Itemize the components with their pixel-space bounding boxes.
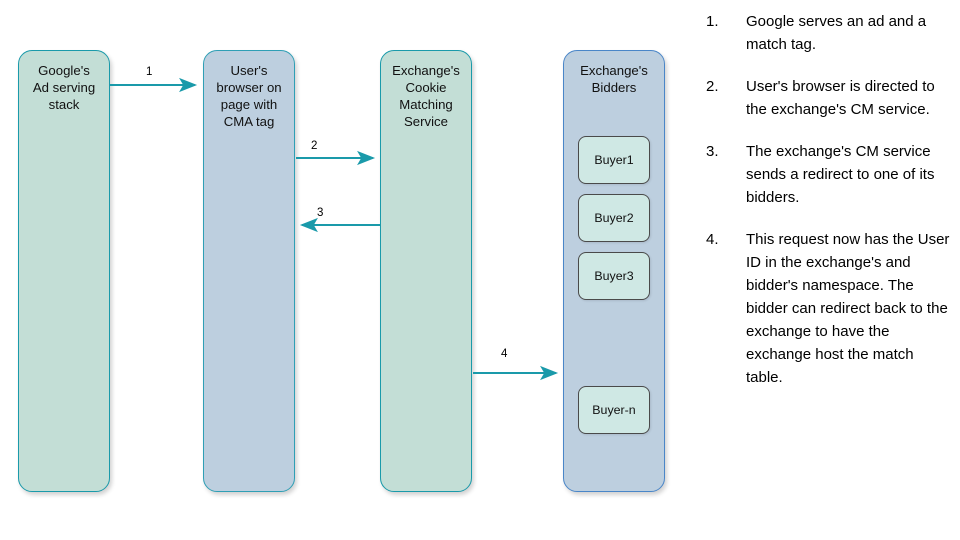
buyer-label: Buyer1 <box>594 153 634 167</box>
step-number: 3. <box>706 143 719 160</box>
buyer-label: Buyer-n <box>592 403 636 417</box>
node-google-label: Google's Ad serving stack <box>32 63 96 112</box>
step-text: Google serves an ad and a match tag. <box>746 13 927 53</box>
node-google-ad-serving-stack[interactable]: Google's Ad serving stack <box>18 50 110 492</box>
buyer-box-1[interactable]: Buyer1 <box>578 136 650 184</box>
step-item-4: 4. This request now has the User ID in t… <box>706 228 950 389</box>
step-item-1: 1. Google serves an ad and a match tag. <box>706 10 950 56</box>
buyer-box-2[interactable]: Buyer2 <box>578 194 650 242</box>
arrow-3-number: 3 <box>317 207 324 219</box>
step-text: The exchange's CM service sends a redire… <box>746 143 935 206</box>
buyer-box-3[interactable]: Buyer3 <box>578 252 650 300</box>
step-number: 1. <box>706 13 719 30</box>
buyer-label: Buyer2 <box>594 211 634 225</box>
node-user-browser[interactable]: User's browser on page with CMA tag <box>203 50 295 492</box>
node-cms-label: Exchange's Cookie Matching Service <box>392 63 460 129</box>
node-exchange-cookie-matching-service[interactable]: Exchange's Cookie Matching Service <box>380 50 472 492</box>
arrow-2-number: 2 <box>311 140 318 152</box>
buyer-label: Buyer3 <box>594 269 634 283</box>
step-text: User's browser is directed to the exchan… <box>746 78 935 118</box>
step-item-2: 2. User's browser is directed to the exc… <box>706 75 950 121</box>
step-number: 2. <box>706 78 719 95</box>
steps-list: 1. Google serves an ad and a match tag. … <box>706 10 950 408</box>
step-item-3: 3. The exchange's CM service sends a red… <box>706 140 950 209</box>
arrow-4-number: 4 <box>501 348 508 360</box>
node-bidders-label: Exchange's Bidders <box>580 63 648 95</box>
node-browser-label: User's browser on page with CMA tag <box>216 63 282 129</box>
step-text: This request now has the User ID in the … <box>746 231 950 386</box>
arrow-1-number: 1 <box>146 66 153 78</box>
buyer-box-n[interactable]: Buyer-n <box>578 386 650 434</box>
step-number: 4. <box>706 231 719 248</box>
